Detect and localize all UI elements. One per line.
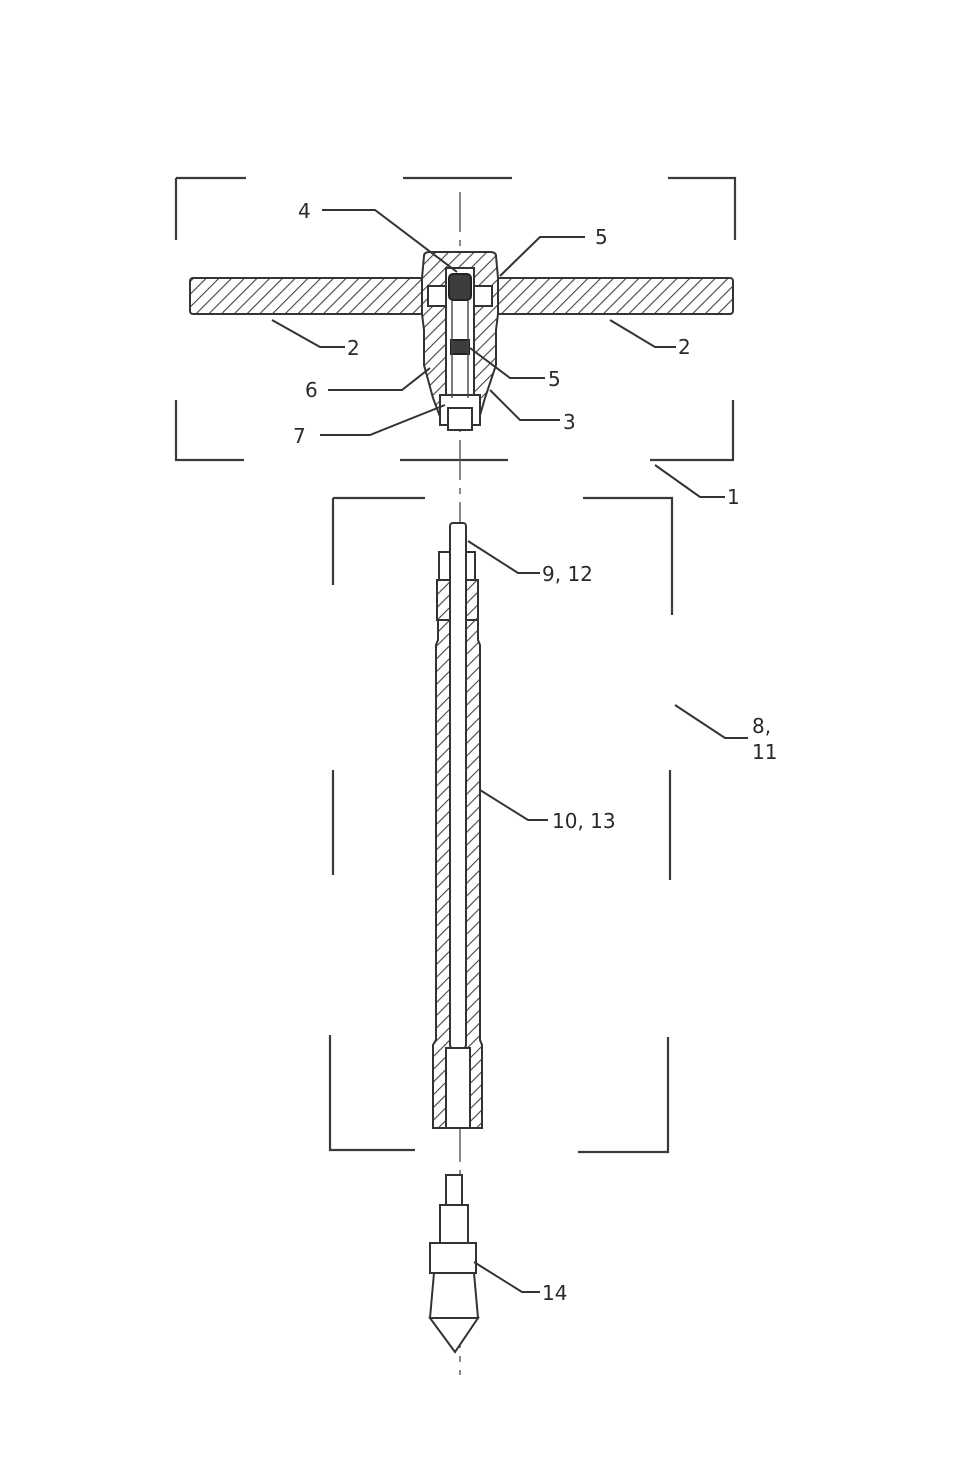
lower-socket: [446, 1048, 470, 1128]
label-5-upper: 5: [595, 225, 608, 249]
label-6: 6: [305, 378, 318, 402]
ring-5-lower: [451, 340, 469, 354]
tip-shank: [446, 1175, 462, 1205]
label-2-right: 2: [678, 335, 691, 359]
label-10-13: 10, 13: [552, 809, 616, 833]
ball-4: [449, 274, 471, 300]
tip-14: [430, 1175, 478, 1352]
leader-lines: [272, 210, 748, 1292]
bracket-8-11: [330, 498, 672, 1152]
label-4: 4: [298, 199, 311, 223]
tip-step: [440, 1205, 468, 1243]
label-1: 1: [727, 485, 740, 509]
tip-cone: [430, 1318, 478, 1352]
reference-labels: 4 5 2 2 6 5 7 3 1 9, 12 8, 11 10, 13 14: [293, 199, 777, 1305]
tip-collar: [430, 1243, 476, 1273]
handle-bar-left: [190, 278, 423, 314]
label-7: 7: [293, 424, 306, 448]
handle-assembly: [190, 252, 733, 430]
extension-rod: [433, 523, 482, 1128]
label-3: 3: [563, 410, 576, 434]
ring-5-right: [474, 286, 492, 306]
label-5-lower: 5: [548, 367, 561, 391]
label-8-11-line1: 8,: [752, 714, 771, 738]
nut-inner: [448, 408, 472, 430]
handle-bar-right: [497, 278, 733, 314]
ring-5-left: [428, 286, 446, 306]
label-8-11-line2: 11: [752, 740, 777, 764]
pin-9-12: [450, 523, 466, 1048]
label-2-left: 2: [347, 336, 360, 360]
label-9-12: 9, 12: [542, 562, 593, 586]
label-14: 14: [542, 1281, 567, 1305]
